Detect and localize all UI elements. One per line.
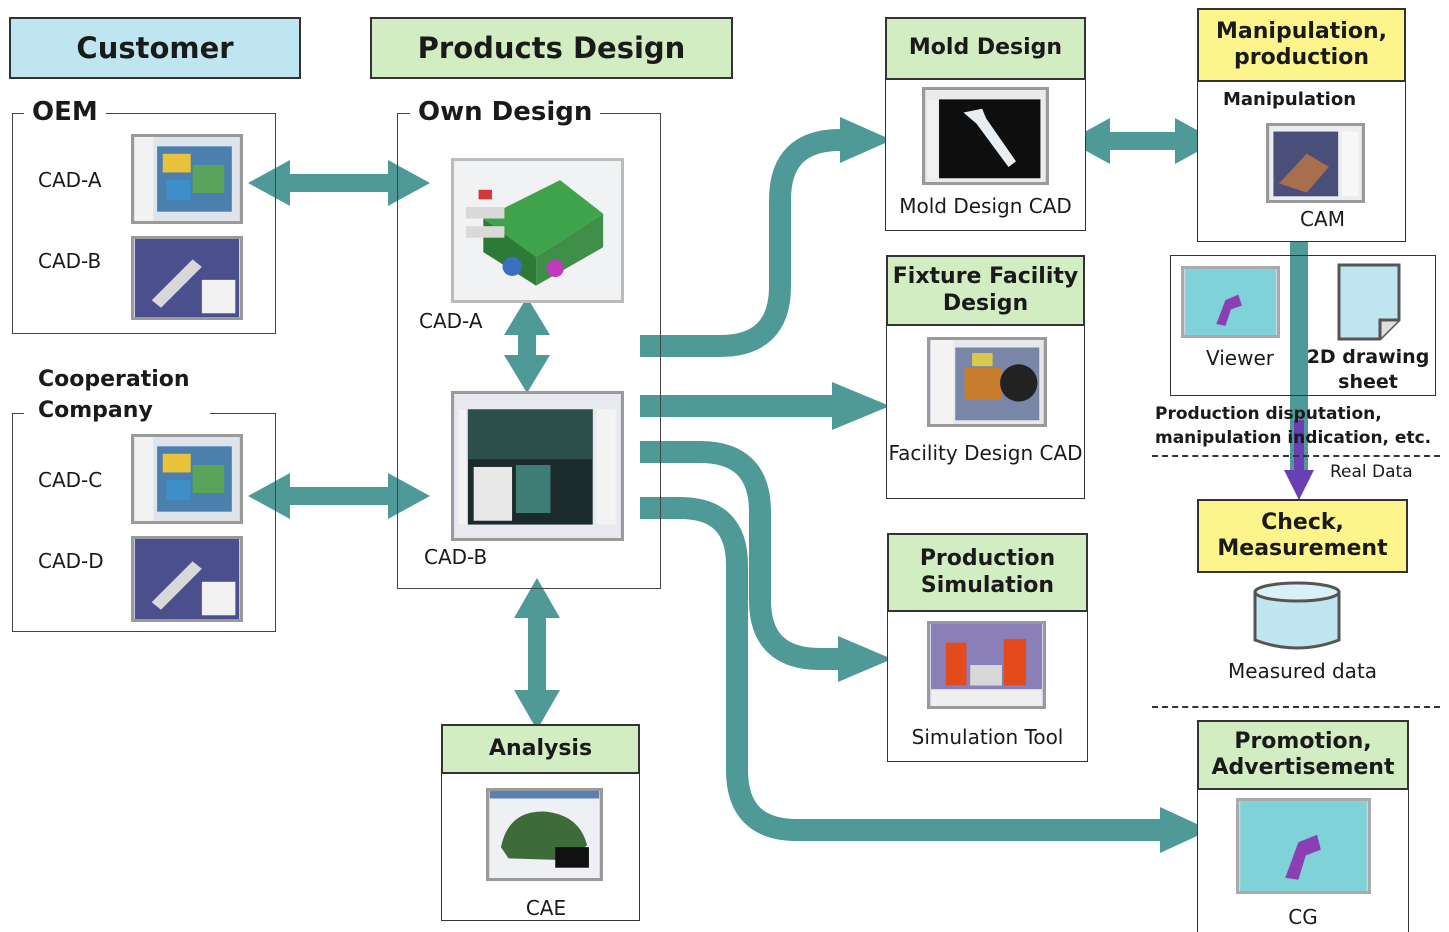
cae-label: CAE xyxy=(525,896,567,920)
mold-design-cad-label: Mold Design CAD xyxy=(899,194,1072,218)
dashed-divider-upper xyxy=(1152,455,1440,457)
own-cad-a-screenshot xyxy=(451,158,624,303)
production-note-line2: manipulation indication, etc. xyxy=(1155,428,1432,448)
coop-cad-d-screenshot xyxy=(131,536,243,622)
mold-design-header: Mold Design xyxy=(885,17,1086,80)
coop-cad-c-screenshot xyxy=(131,434,243,524)
analysis-header: Analysis xyxy=(441,724,640,774)
facility-design-screenshot xyxy=(927,337,1047,427)
production-simulation-header: Production Simulation xyxy=(887,533,1088,612)
to-mold-arrow-head xyxy=(840,117,892,163)
own-cad-b-screenshot xyxy=(451,391,624,541)
drawing-sheet-label: 2D drawing sheet xyxy=(1306,346,1430,393)
own-cad-a-label: CAD-A xyxy=(419,309,483,333)
manipulation-label: Manipulation xyxy=(1223,89,1357,110)
customer-header: Customer xyxy=(9,17,301,79)
cam-label: CAM xyxy=(1300,207,1345,231)
viewer-screenshot xyxy=(1181,266,1280,338)
cae-screenshot xyxy=(486,788,603,881)
coop-group-title: Cooperation Company xyxy=(24,364,210,426)
coop-cad-c-label: CAD-C xyxy=(38,468,103,492)
cam-to-check-arrow-head xyxy=(1284,470,1314,500)
cam-to-check-arrow-tip xyxy=(1294,420,1304,472)
own-cad-b-label: CAD-B xyxy=(424,545,488,569)
products-design-header: Products Design xyxy=(370,17,733,79)
oem-bidirectional-arrow xyxy=(248,160,430,206)
dashed-divider-lower xyxy=(1152,706,1440,708)
oem-group-frame xyxy=(12,113,276,334)
cam-screenshot xyxy=(1266,123,1365,203)
oem-group-title: OEM xyxy=(24,97,106,127)
to-simulation-arrow-shaft xyxy=(640,441,840,670)
coop-cad-d-label: CAD-D xyxy=(38,549,104,573)
mold-cam-arrow xyxy=(1068,118,1217,164)
database-icon xyxy=(1253,581,1341,650)
to-mold-arrow-shaft xyxy=(640,129,841,357)
cg-screenshot xyxy=(1236,798,1371,894)
oem-cad-b-screenshot xyxy=(131,236,243,320)
simulation-tool-screenshot xyxy=(927,621,1046,709)
promotion-advertisement-header: Promotion, Advertisement xyxy=(1197,720,1409,790)
real-data-note: Real Data xyxy=(1330,462,1413,482)
to-simulation-arrow-head xyxy=(838,636,892,682)
measured-data-label: Measured data xyxy=(1227,659,1378,683)
own-design-title: Own Design xyxy=(410,97,601,127)
cad-a-cad-b-arrow xyxy=(504,297,550,393)
drawing-sheet-icon xyxy=(1337,263,1401,341)
oem-cad-b-label: CAD-B xyxy=(38,249,102,273)
production-note-line1: Production disputation, xyxy=(1155,404,1382,424)
manipulation-production-header: Manipulation, production xyxy=(1197,8,1406,82)
cam-to-check-arrow-shaft xyxy=(1290,236,1308,478)
cad-b-analysis-arrow xyxy=(514,578,560,730)
mold-design-screenshot xyxy=(922,87,1049,185)
fixture-facility-design-header: Fixture Facility Design xyxy=(886,255,1085,326)
check-measurement-header: Check, Measurement xyxy=(1197,499,1408,573)
to-promotion-arrow-head xyxy=(1160,807,1210,853)
cg-label: CG xyxy=(1288,905,1318,929)
to-promotion-arrow-shaft xyxy=(640,497,1165,841)
coop-bidirectional-arrow xyxy=(248,473,430,519)
oem-cad-a-screenshot xyxy=(131,134,243,224)
facility-design-cad-label: Facility Design CAD xyxy=(888,441,1083,465)
to-fixture-arrow-head xyxy=(832,382,890,430)
to-fixture-arrow-shaft xyxy=(640,395,835,417)
viewer-label: Viewer xyxy=(1206,346,1274,370)
simulation-tool-label: Simulation Tool xyxy=(911,725,1064,749)
oem-cad-a-label: CAD-A xyxy=(38,168,102,192)
viewer-drawing-box xyxy=(1170,255,1436,396)
